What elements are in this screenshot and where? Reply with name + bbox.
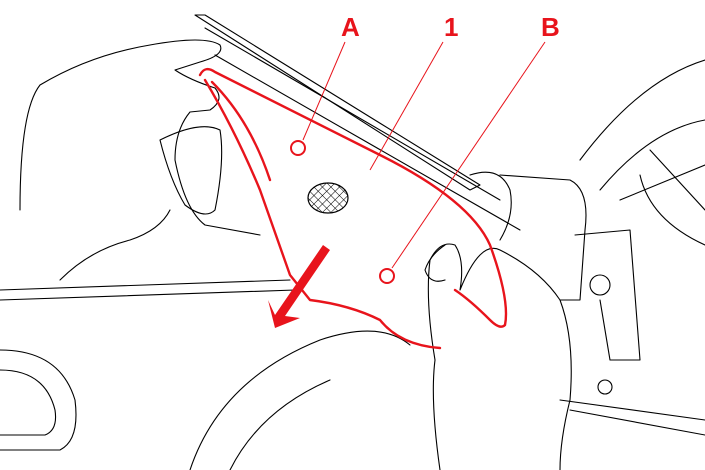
bracket xyxy=(499,174,587,301)
left-hand-outline xyxy=(19,39,261,236)
seat-edge xyxy=(639,149,705,246)
latch-bolt xyxy=(589,274,611,296)
body-structure xyxy=(0,14,705,470)
clip-a-circle xyxy=(290,140,306,156)
right-hand-thumb xyxy=(424,244,446,282)
latch xyxy=(574,229,641,361)
leaders xyxy=(302,41,546,269)
clip-b-circle xyxy=(379,268,395,284)
sealing-screen xyxy=(198,67,508,350)
label-a: A xyxy=(341,12,360,42)
left-hand-wrist xyxy=(59,209,171,281)
window-frame-lines xyxy=(204,27,521,231)
screen-outline-left xyxy=(203,78,442,350)
sill-lines xyxy=(559,399,705,436)
pull-direction-arrow xyxy=(268,245,330,328)
screen-outline-upper xyxy=(198,67,508,328)
lower-bolt xyxy=(597,379,613,395)
door-panel-curve xyxy=(189,330,411,470)
label-b: B xyxy=(541,12,560,42)
window-frame-upper xyxy=(194,14,481,191)
left-hand-palm-hole xyxy=(159,126,223,215)
right-hand xyxy=(424,171,572,470)
left-hand xyxy=(19,39,261,281)
label-1: 1 xyxy=(444,12,459,42)
right-hand-outline xyxy=(427,243,572,470)
door-trim-line xyxy=(0,279,296,301)
speaker-inner xyxy=(0,369,57,436)
right-hand-fingers xyxy=(469,171,512,241)
speaker-housing xyxy=(0,349,77,451)
seat-outline xyxy=(579,59,705,201)
mesh-vent xyxy=(307,182,349,214)
